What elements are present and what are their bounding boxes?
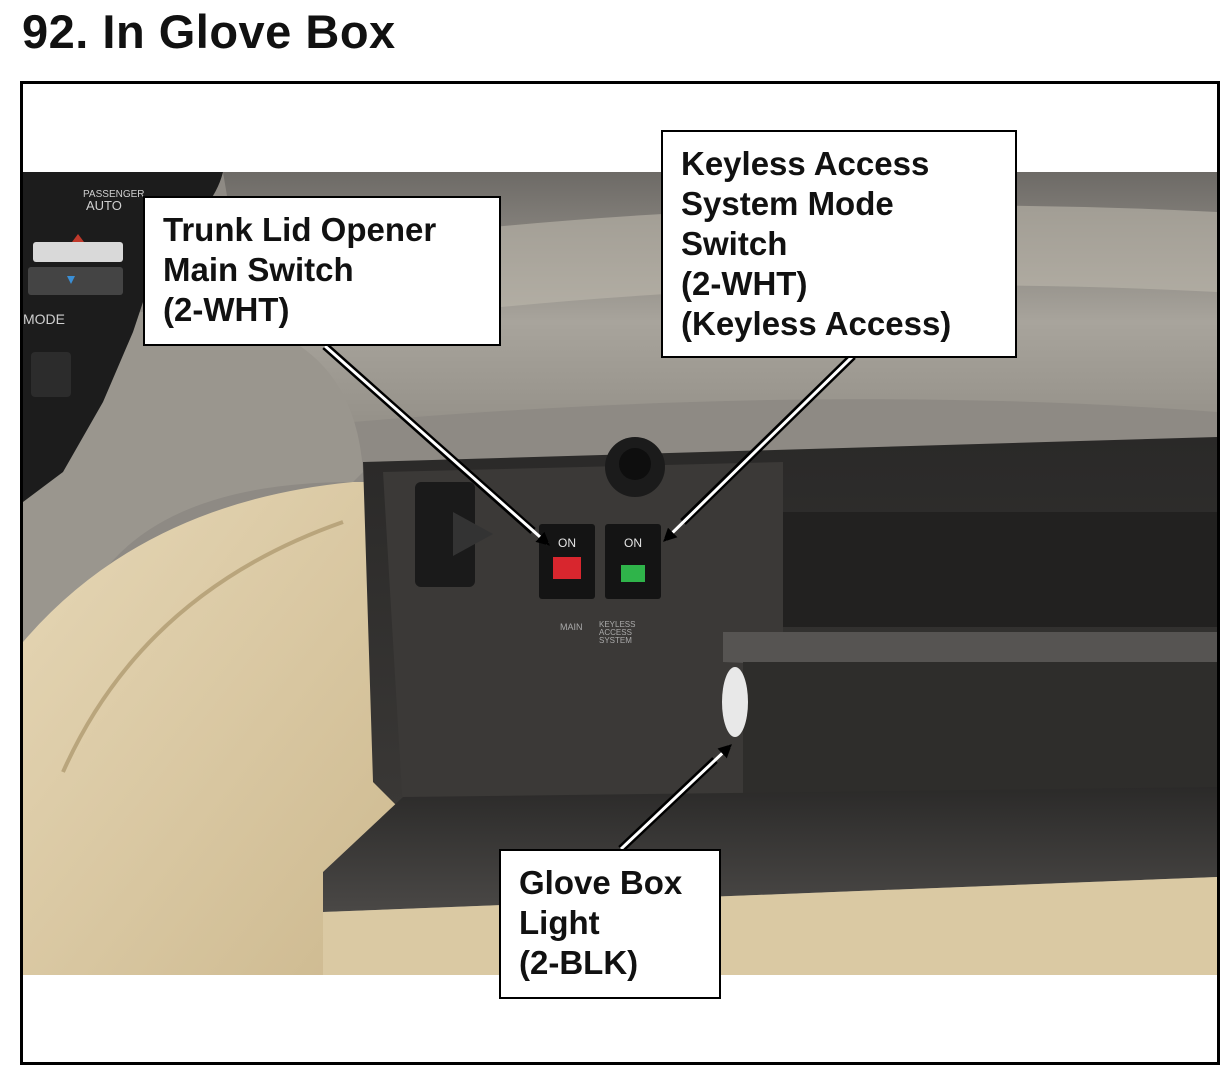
keyless-label-3: SYSTEM: [599, 636, 632, 645]
callout-keyless-line2: System Mode: [681, 185, 894, 222]
callout-trunk-lid-opener: Trunk Lid Opener Main Switch (2-WHT): [143, 196, 501, 346]
trunk-switch-on-label: ON: [558, 536, 576, 550]
lower-cavity: [743, 662, 1217, 802]
passenger-label: PASSENGER: [83, 189, 145, 200]
callout-trunk-line2: Main Switch: [163, 251, 354, 288]
round-button-center: [619, 448, 651, 480]
storage-shelf: [783, 512, 1217, 627]
mode-label: MODE: [23, 311, 65, 327]
callout-keyless-line4: (2-WHT): [681, 265, 808, 302]
callout-light-line1: Glove Box: [519, 864, 683, 901]
callout-keyless-access: Keyless Access System Mode Switch (2-WHT…: [661, 130, 1017, 358]
temp-up-button: [33, 242, 123, 262]
callout-keyless-line5: (Keyless Access): [681, 305, 952, 342]
keyless-access-switch: [605, 524, 661, 599]
main-label: MAIN: [560, 622, 583, 632]
trunk-switch-red-indicator: [553, 557, 581, 579]
keyless-label-1: KEYLESS: [599, 620, 635, 629]
left-trim: [23, 312, 363, 642]
panel-contour: [61, 520, 344, 773]
figure-frame: PASSENGER AUTO MODE ON ON: [20, 81, 1220, 1065]
callout-light-line2: Light: [519, 904, 600, 941]
page-title: 92. In Glove Box: [22, 5, 396, 58]
glove-box-photo: PASSENGER AUTO MODE ON ON: [23, 172, 1217, 975]
keyless-label-2: ACCESS: [599, 628, 632, 637]
panel-knob: [31, 352, 71, 397]
callout-keyless-line1: Keyless Access: [681, 145, 930, 182]
keyless-switch-on-label: ON: [624, 536, 642, 550]
callout-trunk-line3: (2-WHT): [163, 291, 290, 328]
auto-label: AUTO: [86, 198, 122, 213]
callout-keyless-line3: Switch: [681, 225, 788, 262]
switch-panel-felt: [383, 462, 783, 812]
keyless-switch-green-indicator: [621, 565, 645, 582]
callout-trunk-line1: Trunk Lid Opener: [163, 211, 437, 248]
temp-down-button: [28, 267, 123, 295]
arrow-down-icon: [67, 276, 75, 284]
callout-light-line3: (2-BLK): [519, 944, 639, 981]
beige-side-panel: [23, 482, 403, 975]
glove-box-light: [722, 667, 748, 737]
arrow-up-icon: [72, 234, 84, 242]
callout-glove-box-light: Glove Box Light (2-BLK): [499, 849, 721, 999]
